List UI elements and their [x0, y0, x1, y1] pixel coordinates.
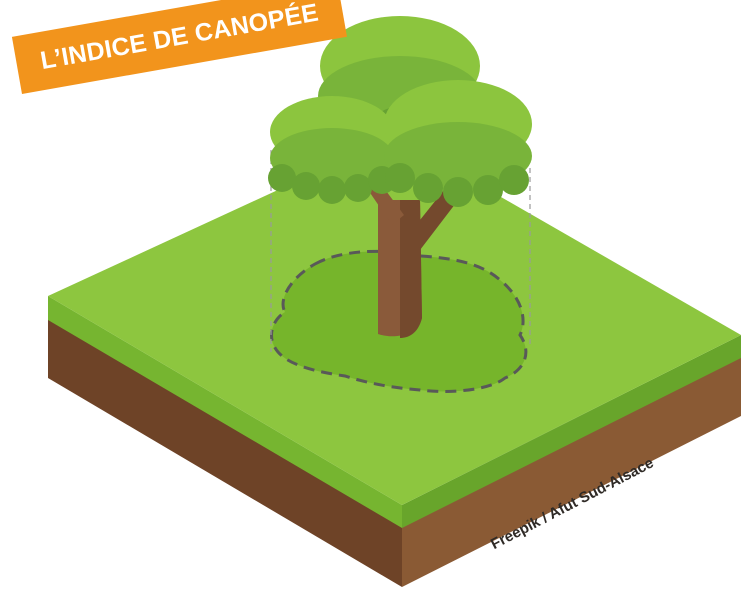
crown-right — [384, 80, 532, 207]
crown-left — [268, 96, 396, 204]
